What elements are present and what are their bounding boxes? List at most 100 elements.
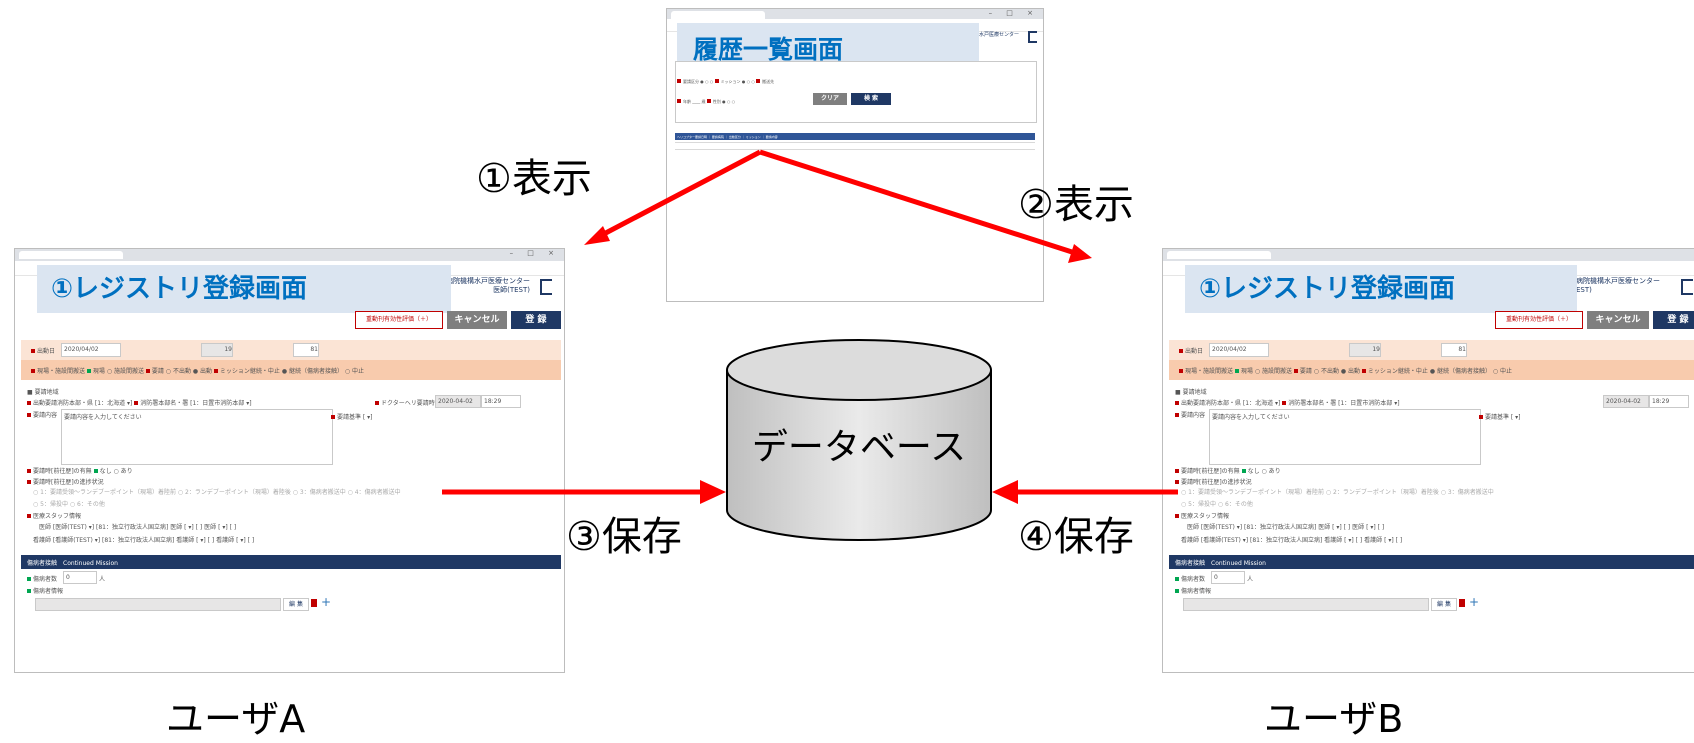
- patient-section-title-b: 傷病者接触 Continued Mission: [1175, 560, 1266, 567]
- date-label-b: 出動日: [1185, 348, 1204, 355]
- patient-count-input-b[interactable]: 0: [1211, 571, 1245, 584]
- clear-button[interactable]: クリア: [813, 93, 847, 105]
- heli-date-a: 2020-04-02: [435, 395, 481, 408]
- heli-date-b: 2020-04-02: [1603, 395, 1649, 408]
- evaluate-button-b[interactable]: 重動刊有効性評価（＋）: [1495, 311, 1583, 329]
- add-icon-b[interactable]: +: [1469, 595, 1480, 609]
- progress-label-b: 要請時[前往歴]の進捗状況: [1175, 477, 1252, 486]
- patient-info-label-a: 傷病者情報: [27, 586, 63, 595]
- medical-staff-label-b: 医療スタッフ情報: [1175, 511, 1229, 520]
- cancel-button-a[interactable]: キャンセル: [447, 311, 507, 329]
- evaluate-button-a[interactable]: 重動刊有効性評価（＋）: [355, 311, 443, 329]
- window-controls: – □ ×: [988, 9, 1039, 17]
- delete-icon-a[interactable]: [311, 599, 317, 607]
- progress-options-b: ○ 1：要請受領〜ランデブーポイント（現場）着陸前 ○ 2：ランデブーポイント（…: [1181, 489, 1494, 496]
- show-2-label: ②表示: [1018, 182, 1134, 228]
- date-label-a: 出動日: [37, 348, 56, 355]
- registry-callout-b: ①レジストリ登録画面: [1185, 265, 1577, 313]
- arrow-show-2: [759, 149, 1092, 263]
- patient-count-input-a[interactable]: 0: [63, 571, 97, 584]
- fire-dept-row-a: 出動要請消防本部・県 [1：北海道 ▾] 消防署本部名・署 [1：日置市消防本部…: [27, 398, 252, 407]
- arrow-show-1: [584, 149, 762, 245]
- dispatch-date-label-a: 出動日: [31, 346, 55, 355]
- registry-callout-a: ①レジストリ登録画面: [37, 265, 451, 313]
- user-a-label: ユーザA: [166, 697, 306, 741]
- register-button-a[interactable]: 登 録: [511, 311, 561, 329]
- dispatch-number-a: 19: [201, 343, 233, 357]
- patient-info-bar-a: [35, 598, 281, 611]
- database-label: データベース: [751, 427, 967, 468]
- patient-unit-b: 人: [1247, 576, 1254, 583]
- logout-icon-b[interactable]: [1681, 279, 1693, 295]
- patient-section-title-a: 傷病者接触 Continued Mission: [27, 560, 118, 567]
- user-label-a: 医師(TEST): [493, 286, 530, 294]
- edit-button-a[interactable]: 編 集: [283, 598, 309, 611]
- patient-info-label-b: 傷病者情報: [1175, 586, 1211, 595]
- browser-tabbar-b: [1163, 249, 1694, 261]
- logout-icon-a[interactable]: [540, 279, 552, 295]
- database-cylinder-icon: [726, 339, 992, 541]
- search-button[interactable]: 検 索: [851, 93, 891, 105]
- browser-tab: [671, 11, 765, 19]
- patient-count-label-b: 傷病者数: [1175, 574, 1205, 583]
- register-button-b[interactable]: 登 録: [1653, 311, 1694, 329]
- doctor-row-b: 医師 [医師(TEST) ▾] [81：独立行政法人国立病] 医師 [ ▾] […: [1187, 524, 1385, 531]
- history-list-screenshot: – □ × 大国立病院機構水戸医療センター 履歴一覧画面 要請区分 ● ○ ○ …: [666, 8, 1044, 302]
- cancel-button-b[interactable]: キャンセル: [1587, 311, 1649, 329]
- result-table-row[interactable]: [675, 142, 1035, 143]
- mission-row-a: 現場・施設間搬送 現場 ○ 施設間搬送 要請 ○ 不出動 ● 出動 ミッション継…: [31, 366, 364, 375]
- progress-options-2-b: ○ 5：帰投中 ○ 6：その他: [1181, 501, 1253, 508]
- patient-section-header-b: [1169, 555, 1694, 569]
- result-table-row-2: [675, 149, 1035, 150]
- result-row-text: ヘリコプター要請日時 ｜ 要請病院 ｜ 出動区分 ｜ ミッション ｜ 要請内容: [677, 135, 778, 139]
- registry-screenshot-a: – □ × 大国立病院機構水戸医療センター 医師(TEST) ①レジストリ登録画…: [14, 248, 565, 673]
- medical-staff-label-a: 医療スタッフ情報: [27, 511, 81, 520]
- dispatch-number-b: 19: [1349, 343, 1381, 357]
- hospital-label-b: 大国立病院機構水戸医療センター: [1555, 277, 1660, 285]
- hospital-label-a: 大国立病院機構水戸医療センター: [425, 277, 530, 285]
- nurse-row-a: 看護師 [看護師(TEST) ▾] [81：独立行政法人国立病] 看護師 [ ▾…: [33, 537, 255, 544]
- base-hospital-input-b[interactable]: 81: [1441, 343, 1467, 357]
- comorbidity-row-b: 要請時[前往歴]の有無 なし ○ あり: [1175, 466, 1281, 475]
- registry-screenshot-b: 大国立病院機構水戸医療センター 医師(TEST) ①レジストリ登録画面 重動刊有…: [1162, 248, 1694, 673]
- request-area-label-b: ■ 要請地域: [1175, 389, 1207, 396]
- nurse-row-b: 看護師 [看護師(TEST) ▾] [81：独立行政法人国立病] 看護師 [ ▾…: [1181, 537, 1403, 544]
- window-controls-a: – □ ×: [509, 249, 560, 257]
- arrow-save-3: [442, 480, 726, 504]
- patient-unit-a: 人: [99, 576, 106, 583]
- request-content-textarea-a[interactable]: 要請内容を入力してください: [61, 409, 333, 465]
- browser-tabbar: [667, 9, 1043, 19]
- patient-count-label-a: 傷病者数: [27, 574, 57, 583]
- doctor-row-a: 医師 [医師(TEST) ▾] [81：独立行政法人国立病] 医師 [ ▾] […: [39, 524, 237, 531]
- mission-band-b: [1169, 360, 1694, 380]
- dispatch-band-b: [1169, 340, 1694, 360]
- search-row-2: 年齢 ____ 歳 性別 ● ○ ○: [677, 99, 735, 105]
- dispatch-date-input-a[interactable]: 2020/04/02: [61, 343, 121, 357]
- fire-dept-row-b: 出動要請消防本部・県 [1：北海道 ▾] 消防署本部名・署 [1：日置市消防本部…: [1175, 398, 1400, 407]
- hospital-name-a: 大国立病院機構水戸医療センター 医師(TEST): [425, 277, 530, 295]
- dispatch-date-input-b[interactable]: 2020/04/02: [1209, 343, 1269, 357]
- delete-icon-b[interactable]: [1459, 599, 1465, 607]
- browser-tab-a: [19, 251, 123, 259]
- add-icon-a[interactable]: +: [321, 595, 332, 609]
- search-form: [675, 61, 1037, 123]
- patient-section-header-a: [21, 555, 561, 569]
- mission-row-b: 現場・施設間搬送 現場 ○ 施設間搬送 要請 ○ 不出動 ● 出動 ミッション継…: [1179, 366, 1512, 375]
- arrow-save-4: [992, 480, 1178, 504]
- request-content-label-b: 要請内容: [1175, 410, 1205, 419]
- request-content-textarea-b[interactable]: 要請内容を入力してください: [1209, 409, 1481, 465]
- logout-icon: [1028, 31, 1037, 43]
- result-table-header: [675, 133, 1035, 140]
- base-hospital-input-a[interactable]: 81: [293, 343, 319, 357]
- user-b-label: ユーザB: [1264, 697, 1404, 741]
- mission-band-a: [21, 360, 561, 380]
- heli-clock-a[interactable]: 18:29: [481, 395, 521, 408]
- request-criteria-a: 要請基準 [ ▾]: [331, 412, 373, 421]
- browser-tabbar-a: [15, 249, 564, 261]
- edit-button-b[interactable]: 編 集: [1431, 598, 1457, 611]
- request-criteria-b: 要請基準 [ ▾]: [1479, 412, 1521, 421]
- save-4-label: ④保存: [1018, 514, 1134, 560]
- dispatch-band-a: [21, 340, 561, 360]
- heli-clock-b[interactable]: 18:29: [1649, 395, 1689, 408]
